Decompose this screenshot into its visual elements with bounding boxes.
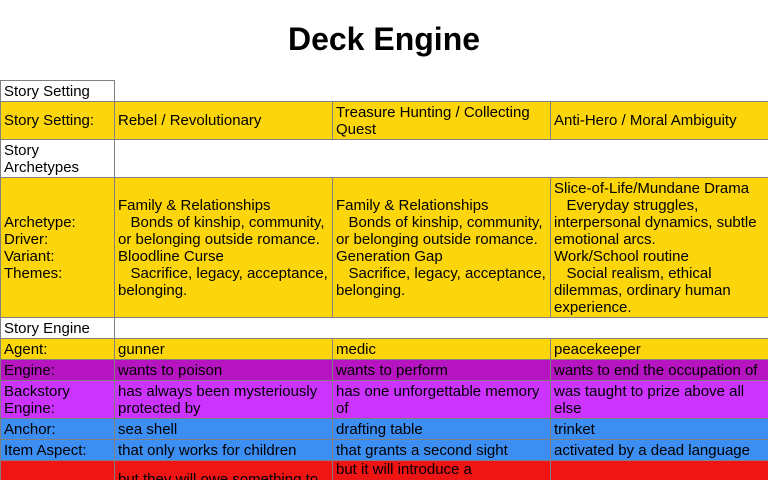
archetype-cell: Family & Relationships Bonds of kinship,…	[114, 177, 333, 318]
row-label-complication	[0, 460, 115, 480]
item-aspect-row: Item Aspect: that only works for childre…	[0, 439, 768, 461]
item-aspect-cell: that only works for children	[114, 439, 333, 461]
row-label-item-aspect: Item Aspect:	[0, 439, 115, 461]
agent-cell: medic	[332, 338, 551, 360]
section-label-story-setting: Story Setting	[0, 80, 115, 102]
row-label-story-setting: Story Setting:	[0, 101, 115, 140]
row-label-archetype: Archetype: Driver: Variant: Themes:	[0, 177, 115, 318]
complication-row: but they will owe something to but it wi…	[0, 460, 768, 480]
empty-cell	[115, 140, 768, 178]
backstory-engine-cell: has one unforgettable memory of	[332, 380, 551, 419]
engine-row: Engine: wants to poison wants to perform…	[0, 359, 768, 381]
agent-cell: peacekeeper	[549, 338, 768, 360]
deck-engine-table: Story Setting Story Setting: Rebel / Rev…	[0, 80, 768, 480]
row-label-engine: Engine:	[0, 359, 115, 381]
engine-cell: wants to perform	[332, 359, 551, 381]
backstory-engine-cell: was taught to prize above all else	[549, 380, 768, 419]
archetype-cell: Slice-of-Life/Mundane Drama Everyday str…	[549, 177, 768, 318]
archetype-cell: Family & Relationships Bonds of kinship,…	[332, 177, 551, 318]
engine-cell: wants to end the occupation of	[549, 359, 768, 381]
anchor-row: Anchor: sea shell drafting table trinket	[0, 418, 768, 440]
engine-cell: wants to poison	[114, 359, 333, 381]
anchor-cell: sea shell	[114, 418, 333, 440]
page-title: Deck Engine	[287, 21, 481, 57]
empty-cell	[115, 318, 768, 339]
complication-cell: but it will introduce a	[332, 460, 551, 480]
agent-cell: gunner	[114, 338, 333, 360]
section-row-archetypes: Story Archetypes	[0, 139, 768, 178]
agent-row: Agent: gunner medic peacekeeper	[0, 338, 768, 360]
backstory-engine-row: Backstory Engine: has always been myster…	[0, 380, 768, 419]
archetype-row: Archetype: Driver: Variant: Themes: Fami…	[0, 177, 768, 318]
section-row-setting: Story Setting	[0, 80, 768, 102]
anchor-cell: trinket	[549, 418, 768, 440]
story-setting-row: Story Setting: Rebel / Revolutionary Tre…	[0, 101, 768, 140]
complication-cell: but they will owe something to	[114, 460, 333, 480]
row-label-agent: Agent:	[0, 338, 115, 360]
section-label-story-engine: Story Engine	[0, 317, 115, 339]
story-setting-cell: Treasure Hunting / Collecting Quest	[332, 101, 551, 140]
section-row-engine: Story Engine	[0, 317, 768, 339]
item-aspect-cell: that grants a second sight	[332, 439, 551, 461]
complication-cell	[549, 460, 768, 480]
anchor-cell: drafting table	[332, 418, 551, 440]
row-label-anchor: Anchor:	[0, 418, 115, 440]
section-label-story-archetypes: Story Archetypes	[0, 139, 115, 178]
row-label-backstory-engine: Backstory Engine:	[0, 380, 115, 419]
backstory-engine-cell: has always been mysteriously protected b…	[114, 380, 333, 419]
item-aspect-cell: activated by a dead language	[549, 439, 768, 461]
story-setting-cell: Anti-Hero / Moral Ambiguity	[549, 101, 768, 140]
story-setting-cell: Rebel / Revolutionary	[114, 101, 333, 140]
empty-cell	[115, 81, 768, 102]
